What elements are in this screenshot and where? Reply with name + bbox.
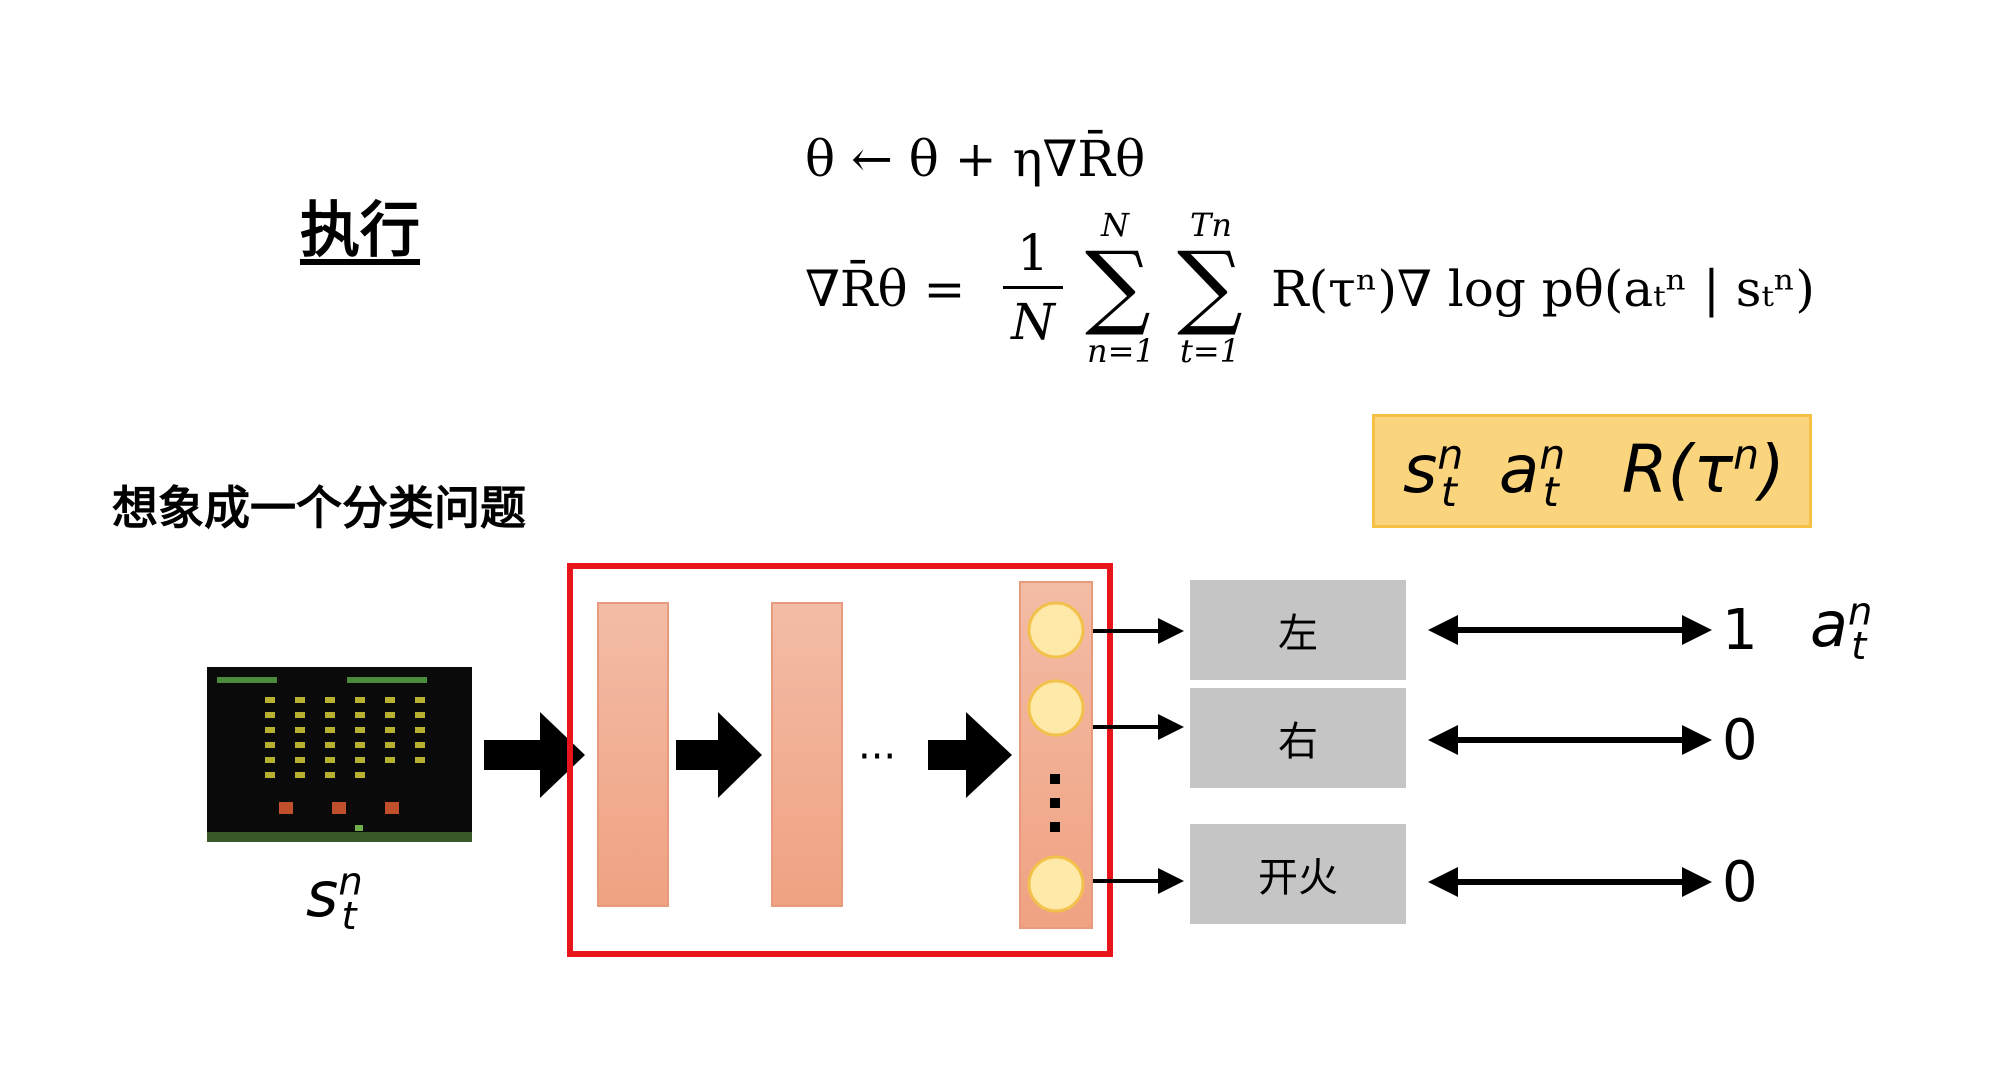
ellipsis-horizontal: ··· [858, 734, 896, 780]
sum1-sigma: ∑ [1085, 232, 1151, 339]
hidden-layer-1 [597, 602, 669, 907]
classification-subtitle: 想象成一个分类问题 [112, 481, 526, 535]
state-sup: n [1437, 431, 1464, 479]
neuron-arrow-3-head [1158, 868, 1184, 894]
action-label-symbol: a [1810, 588, 1848, 661]
sum1-upper: N [1101, 206, 1129, 244]
update-rule-text: θ ← θ + η∇R̄θ [805, 130, 1146, 188]
vertical-dot-1 [1050, 774, 1060, 784]
fraction-numerator: 1 [1017, 224, 1049, 282]
gradient-rhs: R(τⁿ)∇ log pθ(aₜⁿ | sₜⁿ) [1271, 260, 1815, 318]
input-state-symbol: s [306, 858, 339, 931]
state-symbol: s [1403, 431, 1438, 508]
state-sub: t [1440, 468, 1457, 517]
action-label: ant [1810, 588, 1872, 670]
input-state-sup: n [338, 859, 363, 905]
action-symbol: a [1498, 431, 1540, 508]
sum2-lower: t=1 [1180, 332, 1241, 370]
output-neuron-1 [1027, 601, 1085, 659]
vertical-dot-3 [1050, 822, 1060, 832]
layer-arrow-1 [676, 712, 762, 798]
target-arrow-1 [1428, 615, 1712, 645]
input-state-sub: t [341, 894, 357, 940]
target-value-right: 0 [1722, 708, 1758, 773]
fraction: 1 N [1003, 224, 1063, 351]
update-rule-equation: θ ← θ + η∇R̄θ [805, 130, 1145, 188]
reward-close: ) [1759, 431, 1785, 508]
target-value-left: 1 [1722, 598, 1758, 663]
action-left-label: 左 [1278, 611, 1318, 657]
sample-highlight-box: snt ant R(τn) [1372, 414, 1812, 528]
fraction-bar [1003, 286, 1063, 289]
action-fire-box: 开火 [1190, 824, 1406, 924]
action-sub: t [1542, 468, 1559, 517]
input-state-label: snt [306, 858, 363, 940]
action-label-sup: n [1848, 589, 1873, 635]
vertical-dot-2 [1050, 798, 1060, 808]
space-invaders-icon [207, 667, 472, 842]
fraction-denominator: N [1011, 293, 1055, 351]
input-arrow [484, 712, 585, 798]
action-fire-label: 开火 [1258, 855, 1338, 901]
action-right-label: 右 [1278, 719, 1318, 765]
sum1-lower: n=1 [1087, 332, 1155, 370]
action-label-sub: t [1851, 624, 1867, 670]
action-left-box: 左 [1190, 580, 1406, 680]
reward-symbol: R(τ [1621, 431, 1734, 508]
sample-notation: snt ant R(τn) [1403, 431, 1785, 516]
action-right-box: 右 [1190, 688, 1406, 788]
slide-title: 执行 [300, 196, 420, 266]
neuron-arrow-1-head [1158, 618, 1184, 644]
sum2-sigma: ∑ [1177, 232, 1243, 339]
hidden-layer-2 [771, 602, 843, 907]
game-screen-image [207, 667, 472, 842]
gradient-lhs: ∇R̄θ = [805, 260, 966, 318]
output-neuron-3 [1027, 855, 1085, 913]
sum2-upper: Tn [1190, 206, 1232, 244]
action-sup: n [1539, 431, 1566, 479]
target-arrow-2 [1428, 725, 1712, 755]
target-value-fire: 0 [1722, 850, 1758, 915]
layer-arrow-3 [928, 712, 1012, 798]
target-arrow-3 [1428, 867, 1712, 897]
output-neuron-2 [1027, 679, 1085, 737]
network-border [567, 563, 1113, 957]
neuron-arrow-2-head [1158, 714, 1184, 740]
reward-sup: n [1733, 431, 1760, 479]
